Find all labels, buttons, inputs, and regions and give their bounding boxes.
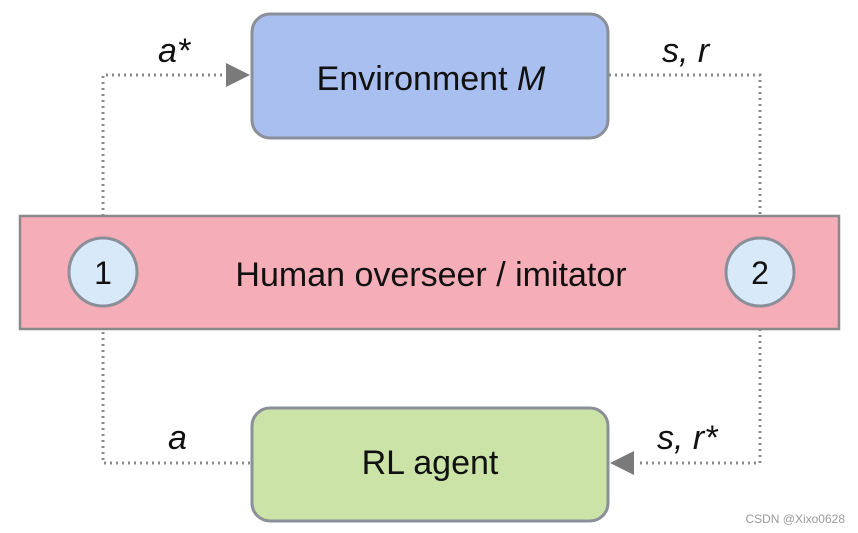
environment-label-main: Environment — [317, 60, 517, 98]
arrowhead-into-agent — [610, 451, 634, 475]
edge-label-state-reward-star: s, r* — [657, 419, 719, 457]
rl-agent-label: RL agent — [362, 444, 499, 482]
connector-checkpoint-2-to-agent — [636, 305, 762, 465]
arrowhead-into-environment — [226, 63, 250, 87]
overseer-label: Human overseer / imitator — [235, 256, 626, 294]
watermark: CSDN @Xixo0628 — [745, 512, 845, 526]
edge-label-action-star: a* — [158, 32, 192, 70]
environment-label: Environment M — [317, 60, 546, 98]
checkpoint-2-circle — [724, 236, 796, 308]
checkpoint-1-label: 1 — [94, 255, 112, 291]
connector-checkpoint-1-to-environment — [101, 73, 224, 240]
edge-label-action: a — [168, 419, 187, 457]
overseer-box — [18, 214, 841, 331]
environment-label-italic: M — [517, 60, 546, 98]
checkpoint-2-label: 2 — [751, 255, 769, 291]
connector-agent-to-checkpoint-1 — [101, 305, 250, 465]
environment-box — [250, 12, 610, 140]
connector-environment-to-checkpoint-2 — [609, 73, 762, 240]
checkpoint-1-circle — [67, 236, 139, 308]
edge-label-state-reward: s, r — [662, 32, 711, 70]
rl-agent-box — [250, 406, 610, 523]
